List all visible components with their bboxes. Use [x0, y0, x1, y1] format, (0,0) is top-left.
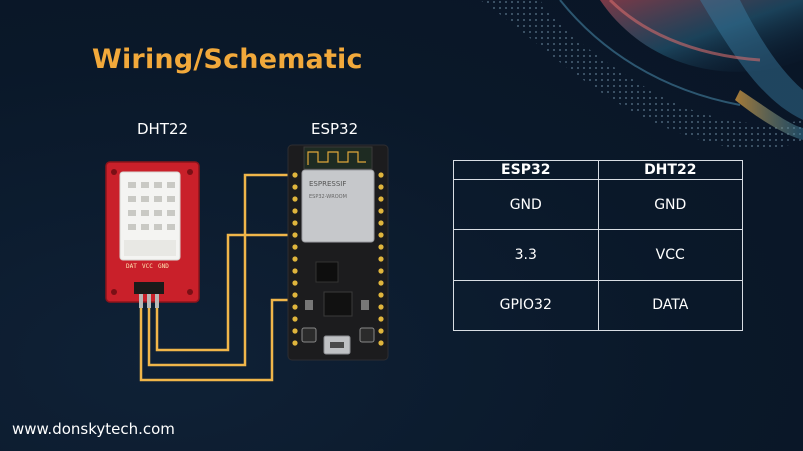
- wire-vcc: [147, 173, 295, 367]
- table-cell: VCC: [597, 229, 743, 281]
- left-pin-header: [292, 172, 298, 346]
- table-header-row: ESP32 DHT22: [453, 160, 743, 180]
- esp32-label: ESP32: [311, 120, 359, 138]
- esp32-board: ESPRESSIF ESP32-WROOM: [287, 144, 389, 361]
- table-row: GND GND: [453, 178, 743, 231]
- module-brand-text: ESPRESSIF: [309, 180, 346, 188]
- column-header-esp32: ESP32: [453, 160, 599, 180]
- right-pin-header: [378, 172, 384, 346]
- table-cell: GND: [597, 178, 743, 231]
- table-cell: DATA: [597, 279, 743, 332]
- wire-data: [139, 298, 295, 382]
- footer-website-url: www.donskytech.com: [12, 420, 175, 438]
- pin-mapping-table: ESP32 DHT22 GND GND 3.3 VCC GPIO32 DATA: [453, 160, 743, 332]
- dht22-sensor: DAT VCC GND: [105, 161, 200, 308]
- sensor-pin-label-dat: DAT: [126, 263, 137, 270]
- dht22-label: DHT22: [137, 120, 189, 138]
- module-model-text: ESP32-WROOM: [309, 194, 347, 200]
- wire-gnd: [155, 233, 295, 352]
- table-row: 3.3 VCC: [453, 229, 743, 281]
- table-row: GPIO32 DATA: [453, 279, 743, 332]
- sensor-pin-label-vcc: VCC: [142, 263, 153, 270]
- wires: [139, 173, 295, 382]
- table-cell: GPIO32: [453, 279, 599, 332]
- sensor-pin-label-gnd: GND: [158, 263, 169, 270]
- column-header-dht22: DHT22: [597, 160, 743, 180]
- slide-title: Wiring/Schematic: [92, 44, 363, 75]
- table-cell: 3.3: [453, 229, 599, 281]
- table-cell: GND: [453, 178, 599, 231]
